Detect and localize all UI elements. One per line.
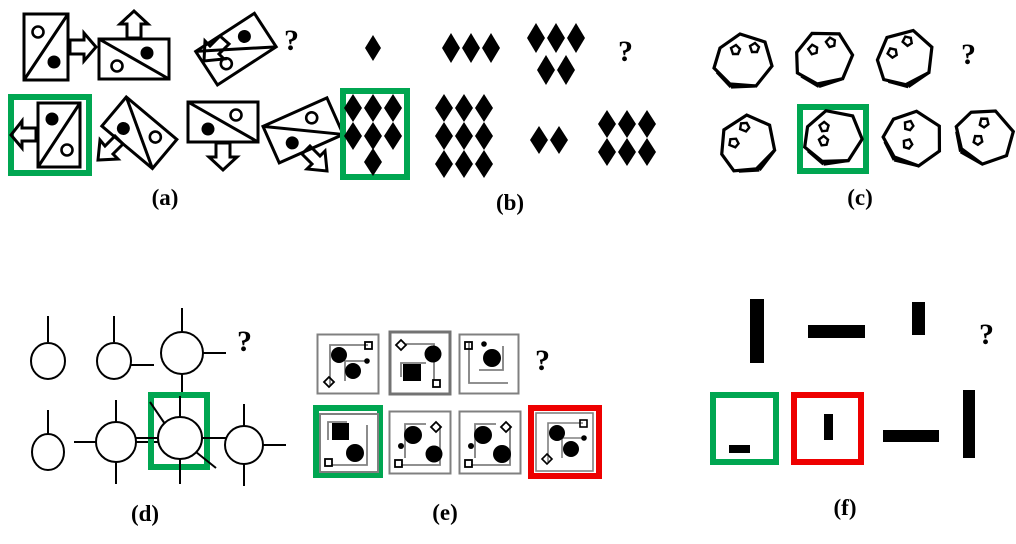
panel-e: ? <box>300 300 620 544</box>
panel-c: ? <box>680 0 1016 225</box>
cell-c-r1-c2[interactable] <box>790 22 866 98</box>
panel-label-b: (b) <box>495 190 525 215</box>
question-mark-e: ? <box>535 344 550 377</box>
cell-f-r1-c1[interactable] <box>748 297 766 365</box>
cell-e-r1-c3[interactable] <box>458 333 520 395</box>
cell-b-r1-c2[interactable] <box>440 28 512 68</box>
cell-c-r2-c2[interactable] <box>799 102 869 176</box>
panel-d: ? <box>0 270 310 544</box>
cell-e-r2-c4[interactable] <box>535 412 597 472</box>
highlight-red-f <box>791 392 864 465</box>
cell-c-r1-c3[interactable] <box>872 20 950 98</box>
panel-label-c: (c) <box>847 185 873 210</box>
cell-b-r1-c3[interactable] <box>525 20 601 90</box>
cell-a-r1-c1[interactable] <box>16 10 98 86</box>
cell-d-r2-c4[interactable] <box>216 396 292 486</box>
cell-f-r2-c2[interactable] <box>822 412 835 442</box>
cell-a-r2-c3[interactable] <box>183 96 271 176</box>
panel-f: ? (f) <box>670 280 1016 544</box>
cell-c-r2-c1[interactable] <box>714 105 790 181</box>
highlight-green-e <box>313 405 383 478</box>
cell-e-r2-c2[interactable] <box>388 410 452 476</box>
question-mark-b: ? <box>618 35 633 68</box>
question-mark-d: ? <box>237 325 252 358</box>
cell-d-r1-c2[interactable] <box>88 308 158 380</box>
cell-c-r1-c1[interactable] <box>710 28 782 98</box>
cell-a-r1-c3[interactable] <box>186 8 279 88</box>
cell-f-r1-c2[interactable] <box>806 323 867 340</box>
cell-e-r1-c1[interactable] <box>316 333 380 395</box>
cell-e-r2-c3[interactable] <box>458 410 522 476</box>
panel-a: ? <box>0 0 346 225</box>
cell-d-r1-c3[interactable] <box>152 300 228 396</box>
panel-label-e: (e) <box>432 500 458 525</box>
cell-a-r2-c4[interactable] <box>258 94 350 176</box>
cell-d-r2-c2[interactable] <box>74 392 158 484</box>
cell-e-r1-c2[interactable] <box>388 330 452 396</box>
highlight-red-e <box>528 405 602 479</box>
cell-b-r2-c4[interactable] <box>596 108 662 170</box>
cell-d-r2-c1[interactable] <box>22 404 82 474</box>
cell-b-r2-c3[interactable] <box>528 122 578 158</box>
cell-b-r2-c1[interactable] <box>342 92 408 178</box>
panel-label-d: (d) <box>130 501 160 526</box>
question-mark-a: ? <box>284 24 299 57</box>
question-mark-c: ? <box>961 38 976 71</box>
panel-b: ? <box>340 0 680 225</box>
panel-label-f: (f) <box>833 495 857 520</box>
cell-e-r2-c1[interactable] <box>319 413 379 473</box>
cell-f-r2-c4[interactable] <box>961 388 977 460</box>
panel-label-a: (a) <box>151 185 179 210</box>
cell-c-r2-c3[interactable] <box>878 104 952 180</box>
question-mark-f: ? <box>979 318 994 351</box>
cell-f-r2-c1[interactable] <box>727 443 752 455</box>
cell-f-r1-c3[interactable] <box>910 300 927 337</box>
cell-b-r2-c2[interactable] <box>433 92 499 178</box>
cell-d-r2-c3[interactable] <box>136 388 236 484</box>
cell-b-r1-c1[interactable] <box>355 30 391 66</box>
cell-c-r2-c4[interactable] <box>948 102 1016 180</box>
cell-a-r2-c1[interactable] <box>9 96 90 174</box>
highlight-green-c <box>797 104 869 174</box>
cell-a-r1-c2[interactable] <box>95 8 183 84</box>
highlight-green-b <box>340 88 410 180</box>
cell-f-r2-c3[interactable] <box>881 428 941 444</box>
cell-d-r1-c1[interactable] <box>20 308 80 380</box>
highlight-green-f <box>710 392 779 465</box>
cell-a-r2-c2[interactable] <box>95 92 185 178</box>
